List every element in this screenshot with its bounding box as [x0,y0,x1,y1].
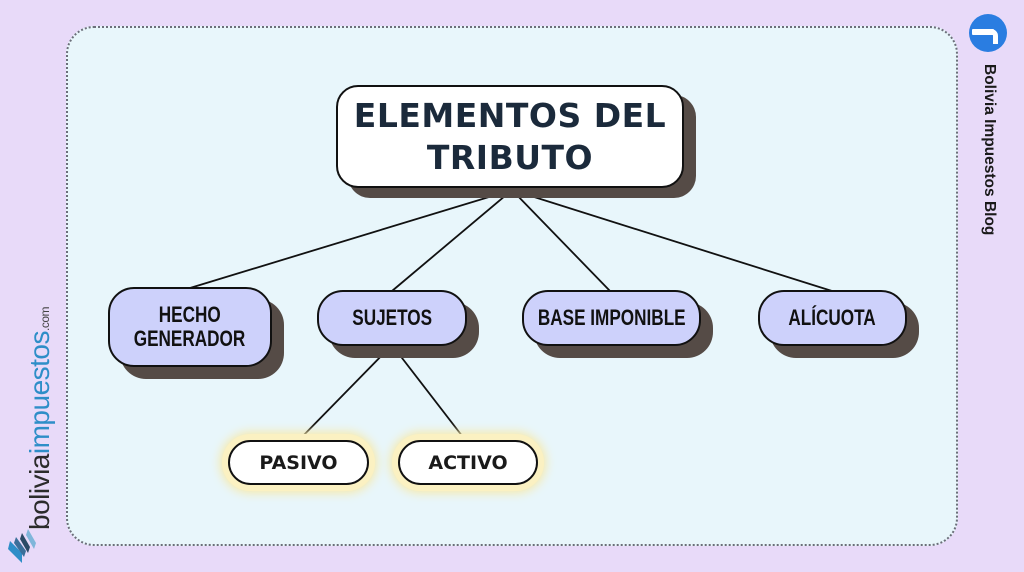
connector-title-base [511,189,611,292]
connector-sujetos-activo [391,344,467,442]
node-label: BASE IMPONIBLE [537,305,686,330]
node-sujetos: SUJETOS [317,290,467,346]
node-label: ACTIVO [428,451,508,474]
connector-sujetos-pasivo [297,344,393,442]
blog-name-label: Bolivia Impuestos Blog [981,64,998,236]
title-line-2: TRIBUTO [426,137,594,177]
logo-books-icon [8,529,36,563]
title-line-1: ELEMENTOS DEL [353,95,667,135]
node-label: SUJETOS [352,305,432,330]
connector-title-hecho [189,189,513,289]
facebook-f-glyph [972,29,998,44]
node-alicuota: ALÍCUOTA [758,290,907,346]
logo-wordmark: boliviaimpuestos.com [24,306,55,530]
node-label: PASIVO [259,451,338,474]
facebook-icon[interactable] [969,14,1007,52]
node-label: ALÍCUOTA [788,305,877,330]
node-hecho-generador: HECHO GENERADOR [108,287,272,367]
node-label-line-2: GENERADOR [134,326,246,351]
connector-title-alicuota [511,189,833,292]
node-pasivo: PASIVO [228,440,369,485]
bolivia-impuestos-logo: boliviaimpuestos.com [4,305,55,567]
node-base-imponible: BASE IMPONIBLE [522,290,701,346]
connector-title-sujetos [391,189,513,292]
node-activo: ACTIVO [398,440,538,485]
node-label-line-1: HECHO [159,302,221,327]
title-node: ELEMENTOS DEL TRIBUTO [336,85,684,188]
